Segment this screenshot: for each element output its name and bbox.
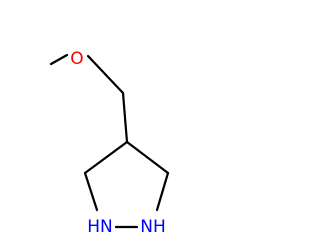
bond-ch2-c4 (121, 91, 129, 144)
bond-c3-n1 (83, 171, 99, 212)
bond-c4-c3 (83, 140, 129, 175)
structure-canvas: O HN NH (49, 49, 170, 237)
bond-ch3-o (49, 53, 69, 66)
bond-c4-c5 (125, 140, 170, 175)
oxygen-atom-label: O (70, 49, 83, 69)
bond-c5-n2 (155, 171, 170, 212)
nitrogen-hn-label: HN (87, 217, 113, 237)
nitrogen-nh-label: NH (140, 217, 166, 237)
molecule-structure: O HN NH (49, 49, 170, 237)
bond-o-ch2 (86, 54, 125, 95)
